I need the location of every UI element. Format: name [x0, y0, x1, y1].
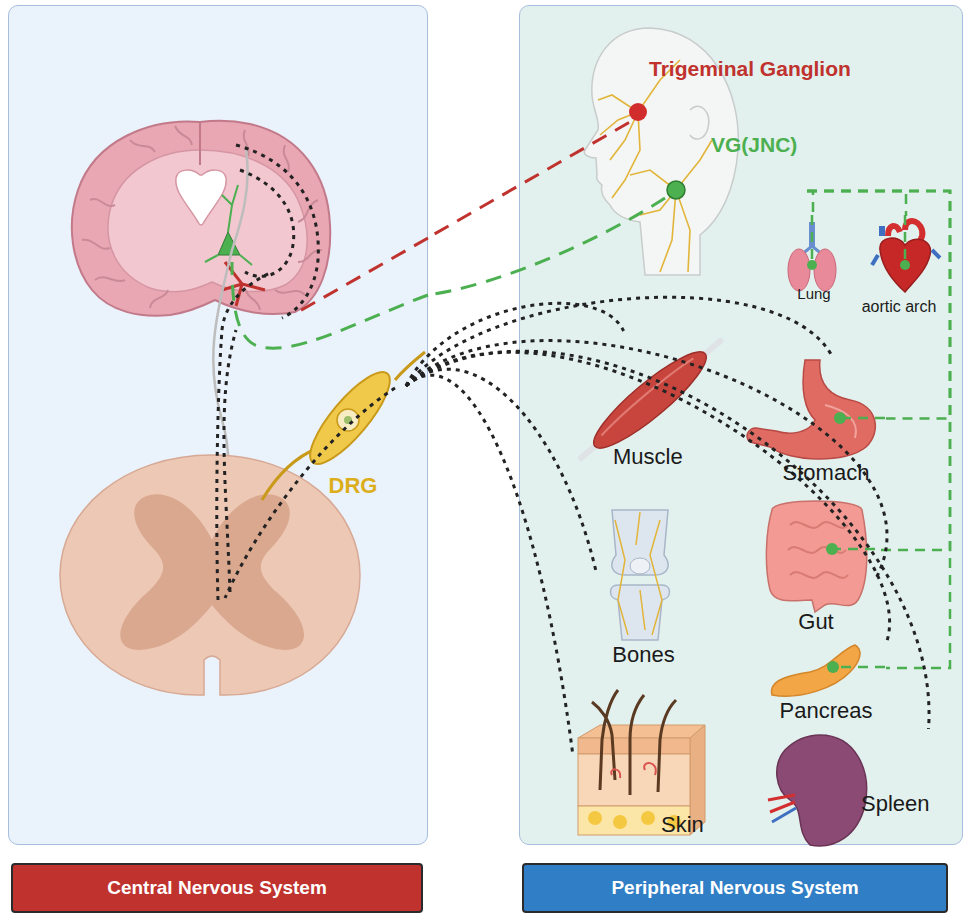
organ-node: Bones [596, 506, 691, 669]
organ-node: Muscle [581, 331, 723, 471]
organ-node: Skin [573, 684, 716, 844]
organ-node: Spleen [771, 729, 946, 844]
panel: Central Nervous SystemDRG [8, 5, 428, 845]
organ-label: Bones [591, 642, 696, 667]
organ-label: Skin [661, 812, 716, 837]
panel-banner: Peripheral Nervous System [522, 863, 948, 913]
organ-node: Pancreas [766, 635, 886, 726]
panel-banner: Central Nervous System [11, 863, 423, 913]
organ-label: Stomach [761, 460, 891, 485]
ganglion-node: Trigeminal Ganglion [629, 56, 893, 126]
organ-label: Lung [787, 285, 841, 302]
panel: Peripheral Nervous SystemTrigeminal Gang… [519, 5, 963, 845]
organ-label: Spleen [861, 791, 945, 816]
ganglion-node: VG(JNC) [665, 131, 807, 203]
ganglion-label: DRG [303, 473, 403, 498]
organ-node: Lung [789, 216, 839, 303]
organ-node: aortic arch [851, 216, 946, 321]
organ-label: Gut [766, 609, 866, 634]
ganglion-label: VG(JNC) [711, 133, 807, 157]
ganglion-node: DRG [299, 373, 406, 501]
ganglion-label: Trigeminal Ganglion [649, 57, 893, 81]
organ-label: Muscle [613, 444, 713, 469]
organ-node: Stomach [766, 356, 886, 489]
organ-label: Pancreas [761, 698, 891, 723]
organ-node: Gut [766, 496, 876, 633]
organ-label: aortic arch [847, 298, 951, 316]
